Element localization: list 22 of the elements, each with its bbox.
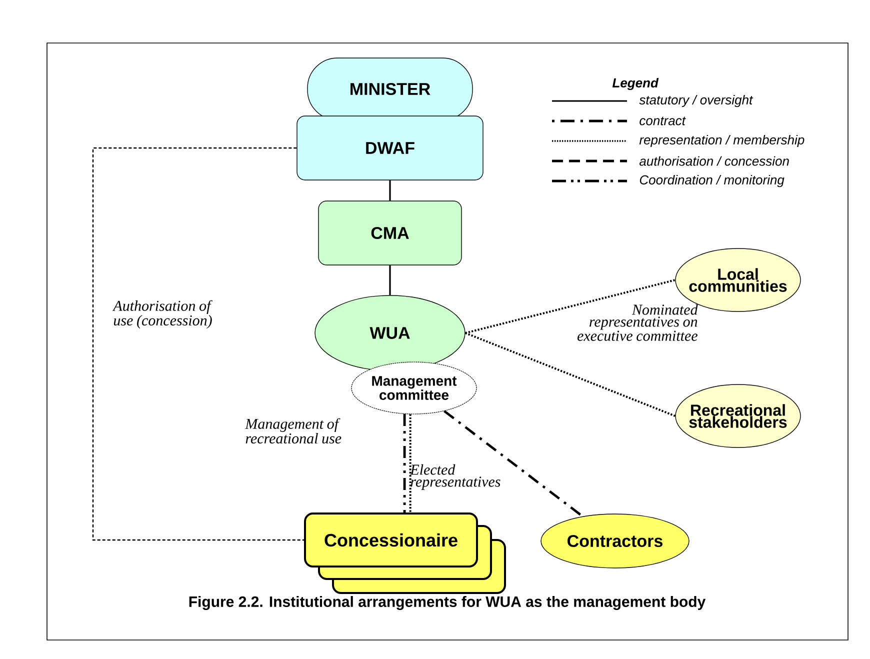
caption: Figure 2.2. Institutional arrangements for WUA as the management body: [189, 596, 706, 610]
connector: [92, 147, 304, 541]
legend-text: statutory / oversight: [639, 94, 754, 108]
connector: [465, 279, 676, 334]
edge-label: Elected representatives: [410, 464, 500, 490]
legend-text: contract: [640, 116, 686, 126]
edge-label: Authorisation of use (concession): [112, 300, 212, 329]
connector: [389, 265, 391, 296]
legend-text: authorisation / concession: [640, 156, 789, 166]
edge-label: Management of recreational use: [245, 418, 342, 444]
connector: [464, 332, 676, 417]
rounded-box: DWAF: [296, 116, 484, 180]
rounded-box: CMA: [318, 200, 462, 266]
connector: [389, 180, 391, 201]
rounded-box: MINISTER: [307, 58, 473, 120]
connector: [444, 410, 584, 518]
legend-text: representation / membership: [639, 134, 804, 148]
legend-text: Coordination / monitoring: [640, 174, 784, 188]
stacked-boxes: Concessionaire: [304, 512, 506, 594]
connector: [403, 414, 406, 512]
legend-title: Legend: [612, 78, 659, 90]
connector: [409, 414, 412, 512]
